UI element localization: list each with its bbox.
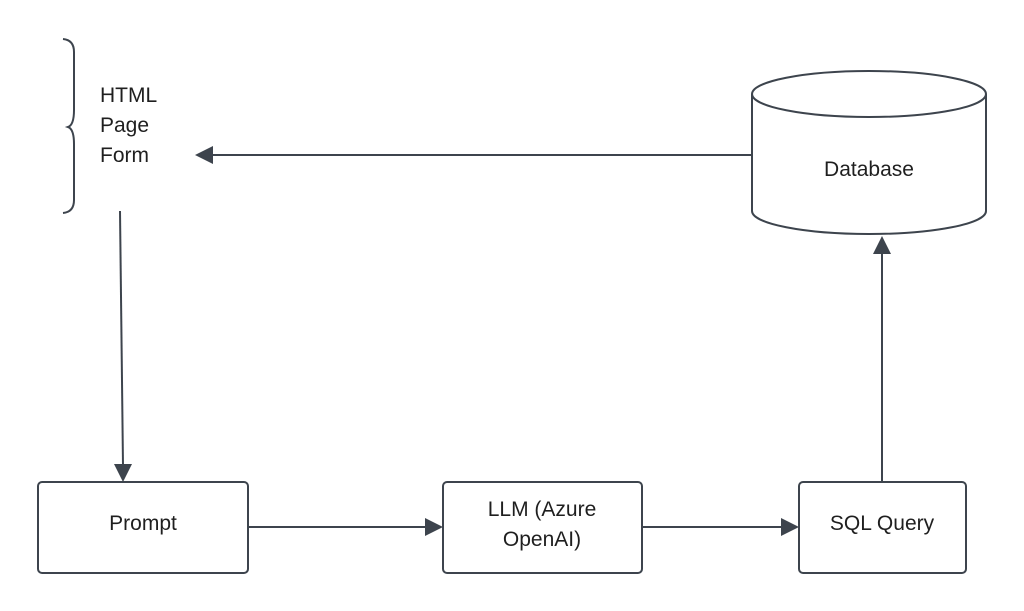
arrow-database-to-form <box>195 146 752 164</box>
database-node: Database <box>751 70 987 235</box>
prompt-label: Prompt <box>109 512 177 535</box>
llm-label-line-2: OpenAI) <box>503 528 581 551</box>
sql-query-node: SQL Query <box>798 481 967 574</box>
database-cylinder-top <box>751 70 987 118</box>
form-label-line-3: Form <box>100 144 149 167</box>
llm-node: LLM (Azure OpenAI) <box>442 481 643 574</box>
llm-label-line-1: LLM (Azure <box>488 498 597 521</box>
arrow-prompt-to-llm <box>248 518 443 536</box>
database-label: Database <box>824 158 914 181</box>
form-label-line-1: HTML <box>100 84 157 107</box>
arrow-left-icon <box>195 146 213 164</box>
arrow-down-icon <box>114 464 132 482</box>
form-label-line-2: Page <box>100 114 149 137</box>
arrow-right-icon <box>425 518 443 536</box>
arrow-up-icon <box>873 236 891 254</box>
curly-brace-icon <box>62 38 75 214</box>
arrow-right-icon <box>781 518 799 536</box>
arrow-form-to-prompt-line <box>119 210 124 467</box>
html-page-form-node: HTML Page Form <box>62 38 157 214</box>
sql-query-label: SQL Query <box>830 512 935 535</box>
arrow-sql-to-database <box>873 236 891 482</box>
database-cylinder-body <box>751 94 987 235</box>
arrow-form-to-prompt <box>114 210 132 482</box>
arrow-llm-to-sql <box>642 518 799 536</box>
prompt-node: Prompt <box>37 481 249 574</box>
